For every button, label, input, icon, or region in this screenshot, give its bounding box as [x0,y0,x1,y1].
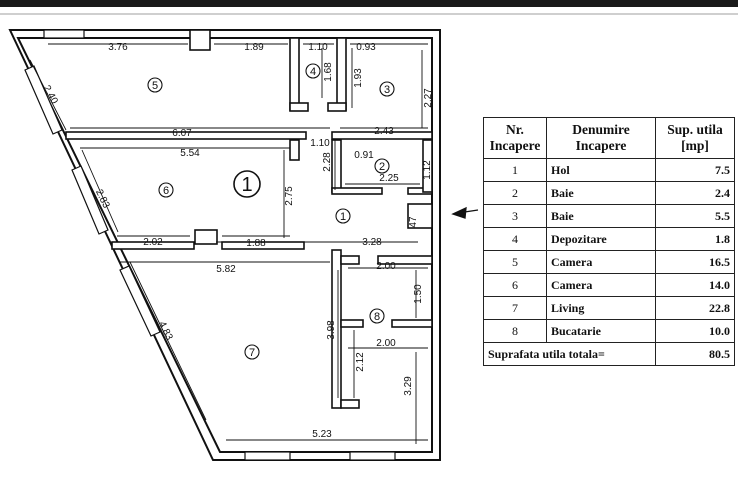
cell-name: Bucatarie [546,319,656,343]
dimension-label: 2.00 [376,338,396,349]
cell-area: 5.5 [655,204,735,228]
windows [24,29,396,461]
cell-area: 14.0 [655,273,735,297]
dimension-label: 1.68 [323,62,334,82]
cell-area: 16.5 [655,250,735,274]
table-row: 1 Hol 7.5 [483,158,735,182]
cell-area: 7.5 [655,158,735,182]
room-label-2: 2 [379,161,385,173]
dimension-label: 1.93 [353,68,364,88]
header-name: Denumire Incapere [546,117,656,159]
cell-area: 22.8 [655,296,735,320]
room-label-4: 4 [310,66,316,78]
table-row: 6 Camera 14.0 [483,273,735,297]
dimension-label: 5.23 [312,429,332,440]
dimension-label: 1.10 [308,42,328,53]
cell-nr: 5 [483,250,547,274]
cell-name: Camera [546,273,656,297]
dimension-label: 1.50 [413,284,424,304]
top-bar [0,0,738,7]
room-label-5: 5 [152,80,158,92]
dimension-label: 3.76 [108,42,128,53]
room-marker-circles [147,63,395,360]
total-label: Suprafata utila totala= [483,342,656,366]
cell-nr: 6 [483,273,547,297]
cell-name: Hol [546,158,656,182]
dimension-label: 1.10 [310,138,330,149]
table-row: 8 Bucatarie 10.0 [483,319,735,343]
cell-name: Depozitare [546,227,656,251]
dimension-label: 47 [408,216,419,228]
interior-walls [65,29,433,409]
dimension-label: 1.88 [246,238,266,249]
cell-name: Baie [546,204,656,228]
room-label-1: 1 [340,211,346,223]
cell-area: 1.8 [655,227,735,251]
cell-nr: 8 [483,319,547,343]
table-header-row: Nr. Incapere Denumire Incapere Sup. util… [483,117,735,159]
unit-marker: 1 [241,174,252,196]
dimension-label: 3.29 [403,376,414,396]
dimension-label: 1.12 [422,160,433,180]
dimension-label: 5.82 [216,264,236,275]
dimension-label: 2.25 [379,173,399,184]
room-label-8: 8 [374,311,380,323]
cell-name: Living [546,296,656,320]
table-row: 2 Baie 2.4 [483,181,735,205]
table-row: 4 Depozitare 1.8 [483,227,735,251]
room-area-table: Nr. Incapere Denumire Incapere Sup. util… [483,117,735,366]
cell-name: Baie [546,181,656,205]
dimension-label: 1.89 [244,42,264,53]
cell-nr: 4 [483,227,547,251]
dimension-label: 2.28 [322,152,333,172]
dimension-labels: 3.76 1.89 1.10 0.93 1.68 1.93 2.27 2.40 … [41,42,434,440]
dimension-label: 2.02 [143,237,163,248]
header-area: Sup. utila [mp] [655,117,735,159]
table-row: 5 Camera 16.5 [483,250,735,274]
dimension-lines [29,43,428,444]
dimension-label: 2.75 [284,186,295,206]
cell-nr: 1 [483,158,547,182]
header-nr: Nr. Incapere [483,117,547,159]
cell-nr: 7 [483,296,547,320]
dimension-label: 5.54 [180,148,200,159]
room-label-7: 7 [249,347,255,359]
entry-arrow-icon [451,206,479,219]
table-row: 7 Living 22.8 [483,296,735,320]
dimension-label: 2.00 [376,261,396,272]
cell-area: 2.4 [655,181,735,205]
dimension-label: 0.93 [356,42,376,53]
dimension-label: 2.43 [374,126,394,137]
room-label-6: 6 [163,185,169,197]
table-row: 3 Baie 5.5 [483,204,735,228]
total-value: 80.5 [655,342,735,366]
total-row: Suprafata utila totala= 80.5 [483,342,735,366]
cell-name: Camera [546,250,656,274]
cell-area: 10.0 [655,319,735,343]
cell-nr: 3 [483,204,547,228]
cell-nr: 2 [483,181,547,205]
top-divider [0,13,738,15]
dimension-label: 2.12 [355,352,366,372]
dimension-label: 0.91 [354,150,374,161]
room-label-3: 3 [384,84,390,96]
dimension-label: 2.27 [423,88,434,108]
dimension-label: 6.07 [172,128,192,139]
dimension-label: 3.98 [326,320,337,340]
dimension-label: 3.28 [362,237,382,248]
